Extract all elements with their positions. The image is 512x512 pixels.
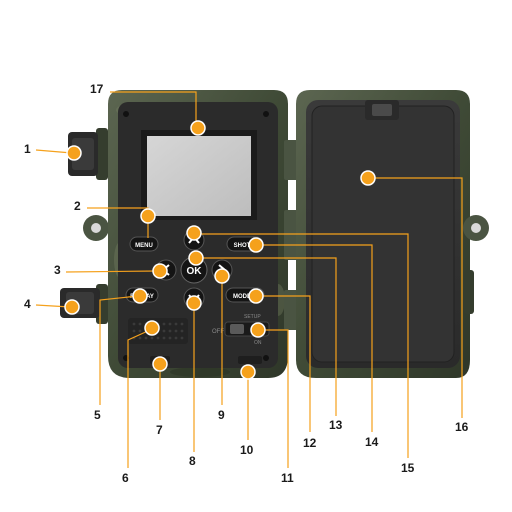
callout-label-9: 9 [218,408,225,422]
latch-clip-top[interactable] [68,132,98,176]
strap-slot-top [96,128,108,180]
callout-label-17: 17 [90,82,104,96]
leader-lines [35,91,463,468]
switch-on-label: ON [254,340,262,346]
menu-button[interactable]: MENU [129,236,159,252]
callout-label-11: 11 [281,471,294,485]
mount-ear-hole [471,223,481,233]
callout-label-3: 3 [54,263,61,277]
callout-label-15: 15 [401,461,415,475]
mount-ear-hole [91,223,101,233]
callout-label-12: 12 [303,436,317,450]
callout-label-2: 2 [74,199,81,213]
callout-label-16: 16 [455,420,469,434]
callout-markers [64,120,376,380]
usb-port [238,356,262,364]
switch-setup-label: SETUP [244,314,261,320]
callout-label-1: 1 [24,142,31,156]
menu-button-label: MENU [135,243,153,249]
callout-label-4: 4 [24,297,31,311]
callout-label-6: 6 [122,471,129,485]
callout-label-8: 8 [189,454,196,468]
hinge [284,140,298,330]
shot-a-button-label: SHOT/A [234,243,257,249]
callout-label-10: 10 [240,443,254,457]
callout-label-7: 7 [156,423,163,437]
screw-icon [263,111,269,117]
callout-label-5: 5 [94,408,101,422]
screw-icon [123,111,129,117]
screw-icon [263,355,269,361]
callout-label-13: 13 [329,418,343,432]
mode-r-button-label: MODE/R [233,294,258,300]
ok-button-label: OK [187,266,203,277]
switch-off-label: OFF [212,329,224,335]
lcd-screen [147,136,251,216]
camera-body: MENU SHOT/A REPLAY MODE/R OK [83,90,288,378]
strap-slot-right [464,270,474,314]
callout-label-14: 14 [365,435,379,449]
